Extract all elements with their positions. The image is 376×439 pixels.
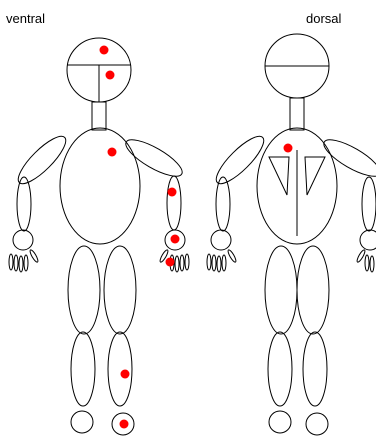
dorsal-view-label: dorsal — [306, 11, 342, 26]
ventral-head-marker — [106, 71, 115, 80]
ventral-right-foot-marker — [120, 420, 129, 429]
ventral-left-upper-arm — [12, 130, 71, 189]
ventral-right-thigh — [104, 246, 136, 334]
ventral-head-marker — [100, 46, 109, 55]
ventral-right-hand-marker — [166, 258, 175, 267]
dorsal-neck — [290, 98, 304, 130]
marker-layer — [100, 46, 293, 429]
ventral-left-hand — [13, 230, 33, 250]
dorsal-figure — [207, 34, 376, 435]
dorsal-right-thigh — [297, 246, 329, 334]
dorsal-right-lower-leg — [303, 332, 327, 406]
dorsal-left-forearm — [216, 177, 230, 231]
dorsal-upper-back-marker — [284, 144, 293, 153]
dorsal-right-hand — [360, 230, 376, 250]
dorsal-left-fingers — [207, 249, 237, 272]
dorsal-right-fingers — [356, 249, 374, 272]
ventral-left-foot — [71, 411, 93, 433]
dorsal-right-foot — [306, 413, 328, 435]
ventral-view-label: ventral — [6, 11, 45, 26]
dorsal-right-shoulder-blade — [305, 157, 325, 195]
ventral-right-upper-arm — [121, 133, 186, 182]
ventral-left-fingers — [9, 249, 39, 272]
ventral-right-forearm — [167, 176, 181, 230]
dorsal-left-thigh — [265, 246, 297, 334]
ventral-right-lower-leg — [108, 332, 132, 406]
ventral-left-lower-leg — [71, 332, 95, 406]
ventral-left-forearm — [17, 177, 31, 231]
dorsal-left-foot — [269, 411, 291, 433]
ventral-torso — [60, 128, 140, 244]
ventral-neck — [92, 102, 106, 130]
dorsal-right-upper-arm — [319, 133, 376, 182]
ventral-torso-marker — [108, 148, 117, 157]
dorsal-right-forearm — [362, 177, 376, 231]
ventral-right-lower-leg-marker — [121, 370, 130, 379]
ventral-right-forearm-marker — [168, 188, 177, 197]
dorsal-left-lower-leg — [268, 332, 292, 406]
dorsal-left-hand — [211, 230, 231, 250]
ventral-left-thigh — [68, 246, 100, 334]
ventral-figure — [9, 38, 189, 435]
dorsal-left-shoulder-blade — [269, 157, 289, 195]
ventral-right-hand-marker — [171, 235, 180, 244]
